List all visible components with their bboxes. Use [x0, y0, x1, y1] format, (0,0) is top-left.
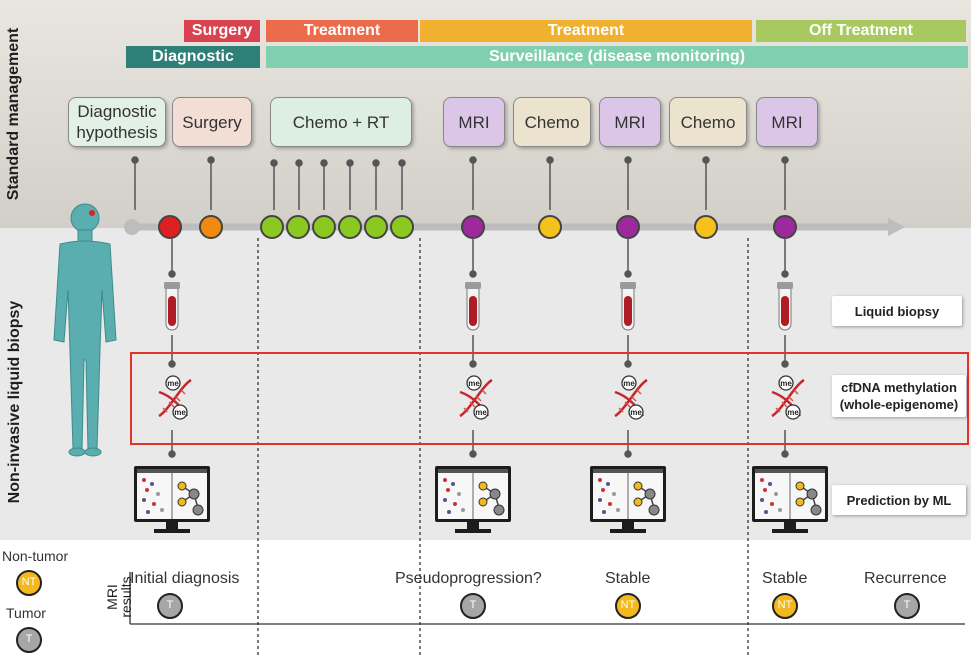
- phase-treatment-1: Treatment: [266, 20, 418, 42]
- result-stable-1: Stable: [605, 570, 651, 587]
- badge-nontumor: NT: [777, 599, 793, 611]
- methylation-highlight: [130, 352, 969, 445]
- event-mri-3: MRI: [756, 97, 818, 147]
- phase-surgery: Surgery: [184, 20, 260, 42]
- badge-tumor: T: [903, 599, 911, 611]
- phase-off-treatment: Off Treatment: [756, 20, 966, 42]
- result-initial-diagnosis: Initial diagnosis: [130, 570, 240, 587]
- event-diagnostic-hypothesis: Diagnostic hypothesis: [68, 97, 166, 147]
- label-liquid-biopsy: Liquid biopsy: [832, 296, 962, 326]
- result-recurrence: Recurrence: [864, 570, 947, 587]
- event-mri-1: MRI: [443, 97, 505, 147]
- label-prediction-ml: Prediction by ML: [832, 485, 966, 515]
- methyl-mark: me: [787, 408, 799, 417]
- phase-diagnostic: Diagnostic: [126, 46, 260, 68]
- result-stable-2: Stable: [762, 570, 808, 587]
- event-chemo-1: Chemo: [513, 97, 591, 147]
- event-surgery: Surgery: [172, 97, 252, 147]
- phase-treatment-2: Treatment: [420, 20, 752, 42]
- label-cfdna-methylation: cfDNA methylation (whole-epigenome): [832, 375, 966, 417]
- computer-monitor: [751, 465, 829, 534]
- blood-tube: [776, 281, 794, 331]
- computer-monitor: [589, 465, 667, 534]
- blood-tube: [163, 281, 181, 331]
- result-pseudoprogression: Pseudoprogression?: [395, 570, 542, 587]
- legend-tumor-badge: T: [25, 633, 33, 645]
- blood-tube: [464, 281, 482, 331]
- legend-nontumor-badge: NT: [21, 576, 37, 588]
- methyl-mark: me: [623, 379, 635, 388]
- legend-nontumor-label: Non-tumor: [2, 548, 69, 564]
- badge-tumor: T: [166, 599, 174, 611]
- patient-figure: [53, 203, 117, 457]
- event-chemo-rt: Chemo + RT: [270, 97, 412, 147]
- methyl-mark: me: [780, 379, 792, 388]
- computer-monitor: [133, 465, 211, 534]
- badge-nontumor: NT: [620, 599, 636, 611]
- event-mri-2: MRI: [599, 97, 661, 147]
- section-label-mri: MRI results: [104, 576, 134, 618]
- legend-tumor-label: Tumor: [6, 605, 46, 621]
- event-chemo-2: Chemo: [669, 97, 747, 147]
- blood-tube: [619, 281, 637, 331]
- computer-monitor: [434, 465, 512, 534]
- methyl-mark: me: [475, 408, 487, 417]
- phase-surveillance: Surveillance (disease monitoring): [266, 46, 968, 68]
- badge-tumor: T: [469, 599, 477, 611]
- methyl-mark: me: [174, 408, 186, 417]
- methyl-mark: me: [468, 379, 480, 388]
- methyl-mark: me: [167, 379, 179, 388]
- methyl-mark: me: [630, 408, 642, 417]
